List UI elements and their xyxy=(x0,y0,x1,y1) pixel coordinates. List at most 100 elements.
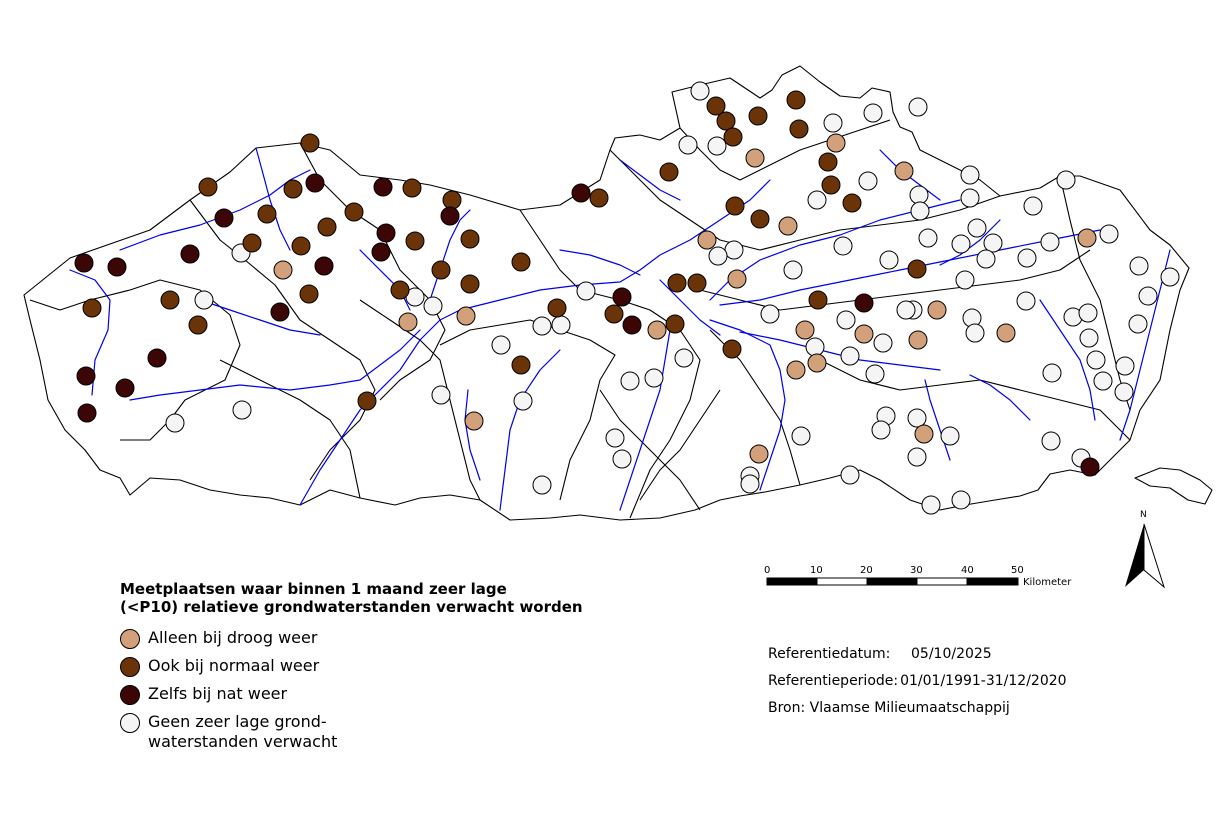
station-geen-26 xyxy=(1160,267,1180,287)
station-geen-1 xyxy=(678,135,698,155)
station-geen-68 xyxy=(951,490,971,510)
station-normaal-30 xyxy=(818,152,838,172)
station-geen-63 xyxy=(907,408,927,428)
yser-basin xyxy=(189,199,376,481)
station-geen-8 xyxy=(909,185,929,205)
station-geen-16 xyxy=(967,218,987,238)
station-geen-52 xyxy=(644,368,664,388)
station-geen-75 xyxy=(532,316,552,336)
station-nat-5 xyxy=(373,177,393,197)
station-geen-4 xyxy=(863,103,883,123)
north-arrow: N xyxy=(1125,510,1166,589)
station-normaal-23 xyxy=(511,355,531,375)
station-geen-55 xyxy=(612,449,632,469)
station-geen-66 xyxy=(1041,431,1061,451)
station-geen-41 xyxy=(873,333,893,353)
bruges-basin xyxy=(299,142,446,401)
station-nat-8 xyxy=(371,242,391,262)
reference-date-value: 05/10/2025 xyxy=(911,646,992,662)
source-row: Bron: Vlaamse Milieumaatschappij xyxy=(768,695,1067,722)
river-zenne xyxy=(619,329,671,511)
station-nat-15 xyxy=(571,183,591,203)
station-geen-24 xyxy=(1099,224,1119,244)
station-geen-59 xyxy=(791,426,811,446)
legend: Meetplaatsen waar binnen 1 maand zeer la… xyxy=(120,580,680,760)
legend-item-normaal: Ook bij normaal weer xyxy=(120,656,680,684)
scale-tick-40: 40 xyxy=(961,565,974,576)
reference-info: Referentiedatum:05/10/2025 Referentieper… xyxy=(768,641,1067,722)
river-kanaal-gent xyxy=(429,209,471,301)
river-aa xyxy=(619,159,681,201)
reference-date-label: Referentiedatum: xyxy=(768,646,891,662)
station-normaal-15 xyxy=(299,284,319,304)
station-normaal-14 xyxy=(390,280,410,300)
dender-basin xyxy=(439,319,616,501)
station-normaal-18 xyxy=(82,298,102,318)
station-droog-15 xyxy=(908,330,928,350)
station-nat-14 xyxy=(77,403,97,423)
station-nat-4 xyxy=(305,173,325,193)
legend-items: Alleen bij droog weer Ook bij normaal we… xyxy=(120,628,680,760)
station-geen-39 xyxy=(965,323,985,343)
station-geen-22 xyxy=(1056,170,1076,190)
station-geen-11 xyxy=(960,188,980,208)
station-geen-27 xyxy=(1138,286,1158,306)
station-nat-19 xyxy=(1080,457,1100,477)
station-droog-8 xyxy=(273,260,293,280)
station-normaal-1 xyxy=(198,177,218,197)
station-geen-15 xyxy=(951,234,971,254)
station-nat-16 xyxy=(612,287,632,307)
station-geen-2 xyxy=(707,136,727,156)
station-geen-56 xyxy=(532,475,552,495)
station-geen-9 xyxy=(910,201,930,221)
station-geen-60 xyxy=(840,465,860,485)
station-normaal-21 xyxy=(547,298,567,318)
river-durme xyxy=(559,249,641,276)
station-normaal-20 xyxy=(511,252,531,272)
legend-title-line1: Meetplaatsen waar binnen 1 maand zeer la… xyxy=(120,580,507,598)
station-geen-76 xyxy=(576,281,596,301)
legend-swatch-geen xyxy=(120,713,140,733)
canal-coastal xyxy=(255,147,291,251)
station-geen-6 xyxy=(858,171,878,191)
station-nat-1 xyxy=(107,257,127,277)
scale-segment-4 xyxy=(916,577,968,586)
station-normaal-34 xyxy=(589,188,609,208)
station-nat-3 xyxy=(214,208,234,228)
scale-tick-10: 10 xyxy=(810,565,823,576)
station-normaal-22 xyxy=(604,304,624,324)
station-geen-28 xyxy=(1128,314,1148,334)
upper-scheldt-basin xyxy=(219,359,361,499)
station-normaal-40 xyxy=(722,339,742,359)
map xyxy=(23,65,1213,521)
station-normaal-28 xyxy=(786,90,806,110)
station-nat-11 xyxy=(147,348,167,368)
station-normaal-24 xyxy=(706,96,726,116)
station-geen-19 xyxy=(955,270,975,290)
station-droog-16 xyxy=(996,323,1016,343)
station-geen-34 xyxy=(1093,371,1113,391)
station-droog-0 xyxy=(745,148,765,168)
station-normaal-35 xyxy=(725,196,745,216)
station-nat-13 xyxy=(115,378,135,398)
station-geen-51 xyxy=(674,348,694,368)
scale-segment-3 xyxy=(866,577,918,586)
station-droog-20 xyxy=(1077,228,1097,248)
station-geen-79 xyxy=(513,391,533,411)
river-bovenschelde xyxy=(464,389,481,481)
scale-tick-30: 30 xyxy=(910,565,923,576)
legend-title-line2: (<P10) relatieve grondwaterstanden verwa… xyxy=(120,598,583,616)
station-normaal-19 xyxy=(357,391,377,411)
legend-label-nat: Zelfs bij nat weer xyxy=(148,684,288,703)
flanders-border xyxy=(23,65,1190,521)
scale-unit: Kilometer xyxy=(1023,577,1072,588)
scale-segment-1 xyxy=(766,577,818,586)
river-schelde xyxy=(299,179,771,506)
station-nat-12 xyxy=(76,366,96,386)
station-droog-12 xyxy=(786,360,806,380)
station-geen-7 xyxy=(807,190,827,210)
station-normaal-6 xyxy=(344,202,364,222)
station-normaal-5 xyxy=(291,236,311,256)
station-geen-44 xyxy=(896,300,916,320)
station-normaal-33 xyxy=(659,162,679,182)
